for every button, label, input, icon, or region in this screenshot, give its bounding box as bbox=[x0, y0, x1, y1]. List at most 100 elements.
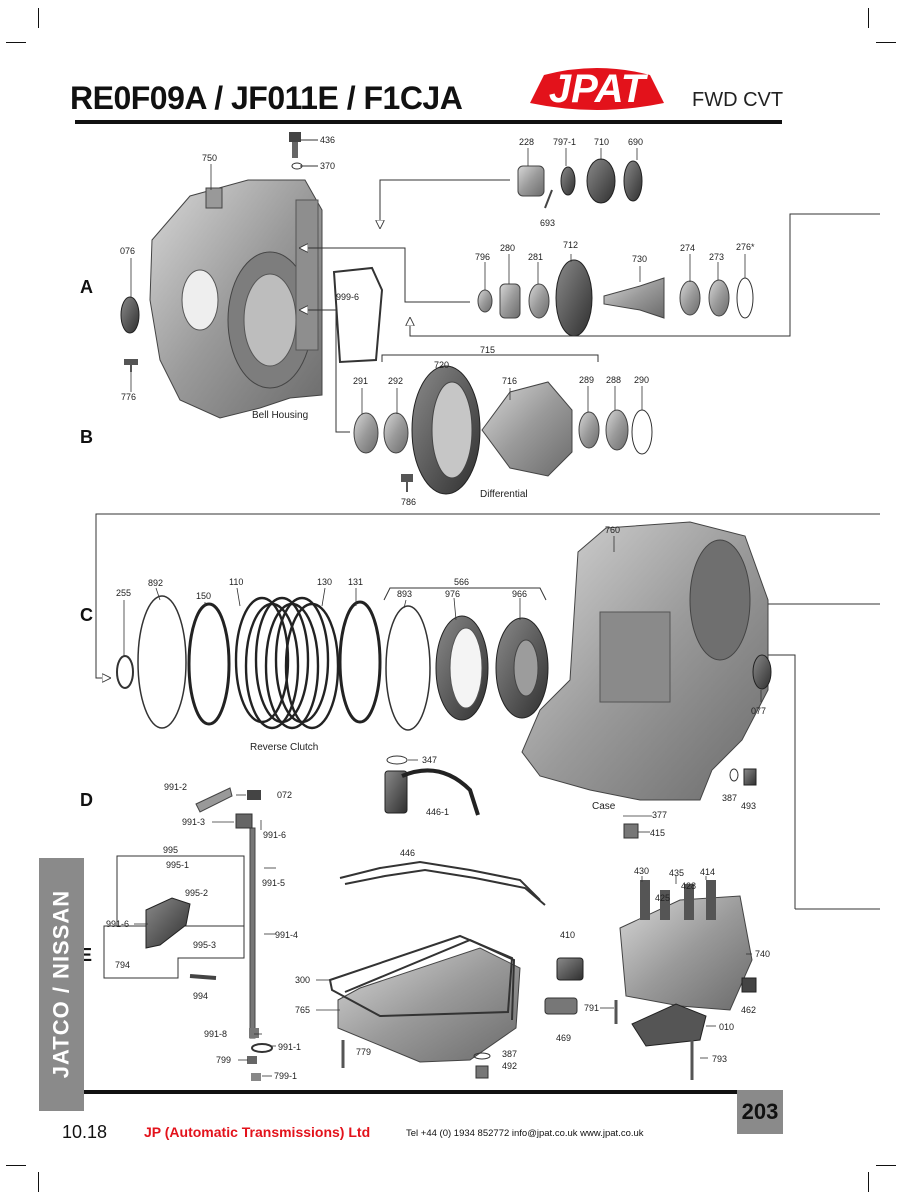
part-label: 462 bbox=[741, 1005, 756, 1015]
snap-ring-892 bbox=[137, 595, 187, 729]
oring-387b bbox=[473, 1052, 491, 1060]
caption-case: Case bbox=[592, 801, 616, 812]
bearing-281 bbox=[528, 283, 550, 319]
detent-lever-995-1 bbox=[145, 897, 191, 949]
part-label: 994 bbox=[193, 991, 208, 1001]
part-label: 796 bbox=[475, 252, 490, 262]
drain-plug-492 bbox=[475, 1065, 489, 1079]
caption-reverse-clutch: Reverse Clutch bbox=[250, 742, 318, 753]
part-label: 255 bbox=[116, 588, 131, 598]
strainer-010 bbox=[631, 1003, 707, 1047]
bolt-786 bbox=[401, 474, 413, 492]
part-label: 300 bbox=[295, 975, 310, 985]
bearing-292 bbox=[383, 412, 409, 454]
bell-housing bbox=[149, 179, 323, 419]
oil-seal-076 bbox=[120, 296, 140, 334]
part-label: 414 bbox=[700, 867, 715, 877]
bearing-273 bbox=[708, 279, 730, 317]
crop-mark bbox=[876, 42, 896, 43]
part-label: 991-1 bbox=[278, 1042, 301, 1052]
one-way-clutch-976 bbox=[435, 615, 489, 721]
manufacturer-side-band: JATCO / NISSAN bbox=[39, 858, 84, 1111]
part-label: 995-2 bbox=[185, 888, 208, 898]
part-label: 425 bbox=[655, 893, 670, 903]
part-label: 131 bbox=[348, 577, 363, 587]
page-number: 203 bbox=[737, 1090, 783, 1134]
bolt-436 bbox=[289, 132, 301, 158]
snap-ring-255 bbox=[116, 655, 134, 689]
company-name: JP (Automatic Transmissions) Ltd bbox=[144, 1124, 371, 1140]
lever-991-2 bbox=[195, 787, 233, 813]
part-label: 893 bbox=[397, 589, 412, 599]
row-letter-a: A bbox=[80, 277, 93, 297]
part-label: 710 bbox=[594, 137, 609, 147]
crop-mark bbox=[876, 1165, 896, 1166]
part-label: 730 bbox=[632, 254, 647, 264]
connector-446-1 bbox=[384, 768, 480, 816]
leader-lines bbox=[123, 148, 762, 1077]
flow-lines-top bbox=[300, 139, 880, 433]
part-label: 289 bbox=[579, 375, 594, 385]
part-label: 991-3 bbox=[182, 817, 205, 827]
ring-gear-720 bbox=[411, 365, 481, 495]
part-label: 077 bbox=[751, 706, 766, 716]
part-label: 991-6 bbox=[106, 919, 129, 929]
part-label: 130 bbox=[317, 577, 332, 587]
oil-seal-077 bbox=[752, 654, 772, 690]
part-label: 799-1 bbox=[274, 1071, 297, 1081]
part-label: 292 bbox=[388, 376, 403, 386]
part-label: 892 bbox=[148, 578, 163, 588]
gear-228 bbox=[517, 165, 545, 197]
part-label: 693 bbox=[540, 218, 555, 228]
part-label: 750 bbox=[202, 153, 217, 163]
caption-bell-housing: Bell Housing bbox=[252, 410, 308, 421]
plate-150 bbox=[187, 602, 231, 726]
part-label: 991-5 bbox=[262, 878, 285, 888]
oil-pan-765 bbox=[337, 938, 521, 1063]
part-label: 779 bbox=[356, 1047, 371, 1057]
part-label: 991-8 bbox=[204, 1029, 227, 1039]
part-labels: 436 370 750 076 776 999-6 228 797-1 710 … bbox=[106, 135, 770, 1081]
part-label: 076 bbox=[120, 246, 135, 256]
pin-994 bbox=[189, 974, 217, 980]
part-label: 991-4 bbox=[275, 930, 298, 940]
part-label: 715 bbox=[480, 345, 495, 355]
washer-991-8 bbox=[249, 1028, 259, 1038]
crop-mark bbox=[868, 1172, 869, 1192]
crop-mark bbox=[6, 1165, 26, 1166]
part-label: 435 bbox=[669, 868, 684, 878]
part-label: 228 bbox=[519, 137, 534, 147]
valve-body-740 bbox=[619, 880, 753, 1011]
part-label: 291 bbox=[353, 376, 368, 386]
part-label: 281 bbox=[528, 252, 543, 262]
bearing-274 bbox=[679, 280, 701, 316]
oring-347 bbox=[386, 755, 408, 765]
part-label: 791 bbox=[584, 1003, 599, 1013]
part-label: 436 bbox=[320, 135, 335, 145]
logo-text: JPAT bbox=[548, 66, 646, 111]
part-label: 469 bbox=[556, 1033, 571, 1043]
part-label: 991-6 bbox=[263, 830, 286, 840]
part-label: 793 bbox=[712, 1054, 727, 1064]
part-label: 966 bbox=[512, 589, 527, 599]
contact-details: Tel +44 (0) 1934 852772 info@jpat.co.uk … bbox=[406, 1128, 644, 1139]
pin-693 bbox=[544, 189, 553, 209]
flow-lines-mid bbox=[95, 513, 880, 910]
part-label: 995 bbox=[163, 845, 178, 855]
part-label: 110 bbox=[229, 577, 243, 587]
part-label: 274 bbox=[680, 243, 695, 253]
solenoid-410 bbox=[556, 957, 584, 981]
part-label: 415 bbox=[650, 828, 665, 838]
spring-799 bbox=[247, 1056, 257, 1064]
transmission-type: FWD CVT bbox=[692, 89, 784, 111]
shaft-730 bbox=[603, 277, 665, 319]
shim-276 bbox=[736, 277, 754, 319]
clutch-hub-966 bbox=[495, 617, 549, 719]
washer-797-1 bbox=[560, 166, 576, 196]
part-label: 797-1 bbox=[553, 137, 576, 147]
part-label: 273 bbox=[709, 252, 724, 262]
part-label: 428 bbox=[681, 881, 696, 891]
crop-mark bbox=[868, 8, 869, 28]
